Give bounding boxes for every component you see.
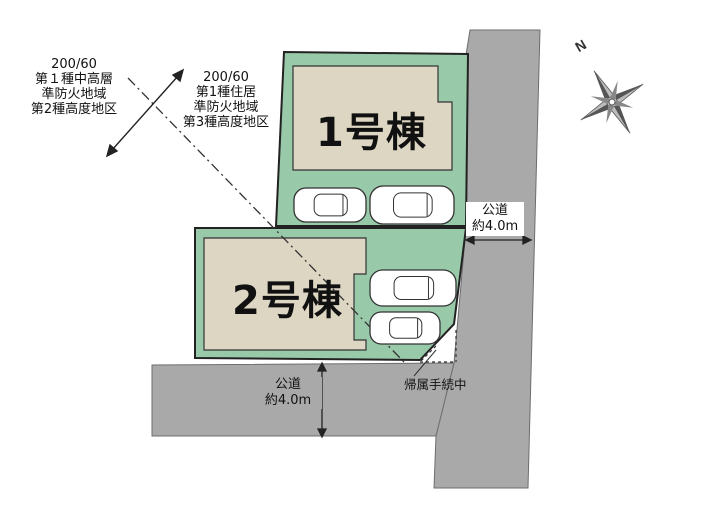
zone-right-height: 第3種高度地区 [182, 115, 270, 130]
zone-right-use: 第1種住居 [195, 85, 257, 100]
east-road-type: 公道 [481, 203, 508, 218]
zone-left-height: 第2種高度地区 [30, 102, 118, 117]
zoning-arrow [105, 68, 185, 158]
zone-right-label: 200/60 第1種住居 準防火地域 第3種高度地区 [168, 70, 284, 130]
zone-left-ratio: 200/60 [51, 57, 97, 72]
note-leader [413, 349, 437, 377]
transfer-note: 帰属手続中 [404, 377, 467, 392]
south-road-width: 約4.0m [264, 393, 312, 408]
compass-rose-icon [580, 70, 644, 134]
car-icon [369, 185, 455, 225]
zone-right-ratio: 200/60 [203, 70, 249, 85]
south-road-width-dimension [316, 361, 328, 439]
zone-left-fire: 準防火地域 [41, 87, 107, 102]
zone-left-label: 200/60 第１種中高層 準防火地域 第2種高度地区 [16, 57, 132, 117]
east-road-width: 約4.0m [471, 219, 519, 234]
zone-left-use: 第１種中高層 [34, 72, 113, 87]
east-road-label: 公道 約4.0m [466, 202, 524, 236]
building-1-label: 1号棟 [316, 110, 427, 156]
zoning-boundary-line [127, 77, 405, 363]
cars-layer [293, 185, 457, 345]
car-icon [293, 187, 367, 223]
building-2-label: 2号棟 [232, 278, 343, 324]
car-icon [369, 311, 441, 345]
south-road-label: 公道 約4.0m [254, 377, 322, 409]
east-road-width-dimension [464, 234, 533, 246]
compass-north-label: N [572, 36, 589, 55]
building-1-footprint [292, 65, 453, 171]
building-2-footprint [203, 237, 367, 351]
zone-right-fire: 準防火地域 [193, 100, 259, 115]
south-road-type: 公道 [274, 377, 301, 392]
car-icon [369, 269, 457, 307]
lot-1 [274, 50, 470, 227]
